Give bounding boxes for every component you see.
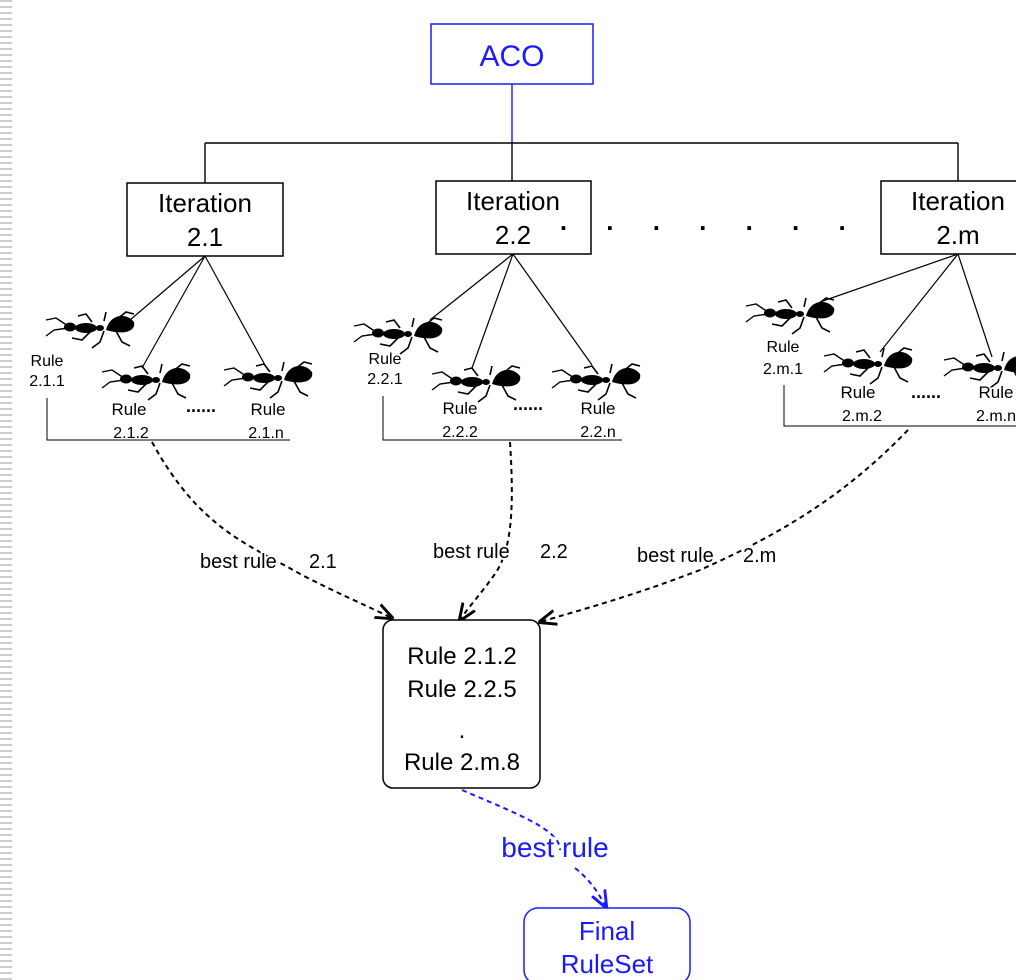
best-rule-label: best rule: [200, 551, 277, 573]
best-rule-id: 2.m: [743, 545, 776, 567]
iteration-2-2-branches: [429, 253, 593, 369]
final-best-rule-label: best rule: [501, 832, 608, 863]
best-rule-label: best rule: [433, 541, 510, 563]
best-rule-arrow-2-1: [151, 441, 392, 618]
rule-label: Rule: [581, 399, 616, 418]
final-ruleset-node: Final RuleSet: [523, 907, 691, 980]
ant-icon: [353, 317, 444, 355]
iteration-title: Iteration: [466, 186, 560, 216]
collected-rule: Rule 2.2.5: [407, 676, 516, 703]
iteration-node-2-1: Iteration 2.1: [126, 182, 284, 257]
rule-id: 2.m.n: [976, 408, 1016, 425]
iteration-number: 2.1: [187, 222, 223, 252]
ant-icon: [45, 311, 136, 349]
iteration-2-1-rules: Rule 2.1.1 Rule 2.1.2 ...... Rule 2.1.n: [29, 353, 290, 442]
iteration-title: Iteration: [911, 186, 1005, 216]
ellipsis: ......: [186, 396, 216, 416]
best-rule-label: best rule: [637, 545, 714, 567]
ant-icon: [431, 365, 522, 403]
ant-icon: [101, 363, 192, 401]
iteration-2-m-branches: [819, 253, 993, 358]
rule-label: Rule: [369, 351, 402, 368]
ant-icon: [823, 347, 914, 385]
iteration-dots: . . . . . . . .: [560, 206, 908, 236]
best-rule-id: 2.2: [540, 541, 568, 563]
rule-label: Rule: [31, 353, 64, 370]
iteration-2-1-branches: [129, 255, 266, 369]
ant-icon: [745, 297, 836, 335]
rule-id: 2.2.n: [580, 424, 616, 441]
iteration-node-2-m: Iteration 2.m: [880, 180, 1016, 255]
best-rule-arrow-2-m: [540, 429, 909, 622]
final-ruleset-line2: RuleSet: [561, 949, 654, 979]
rule-label: Rule: [112, 400, 147, 419]
rule-id: 2.1.1: [29, 373, 65, 390]
aco-root-node: ACO: [430, 23, 594, 85]
iteration-title: Iteration: [158, 188, 252, 218]
iteration-number: 2.2: [495, 220, 531, 250]
rule-id: 2.2.1: [367, 371, 403, 388]
ellipsis: ......: [911, 382, 941, 402]
rule-label: Rule: [251, 400, 286, 419]
final-arrow-upper: [461, 789, 561, 851]
iteration-2-m-rules: Rule 2.m.1 Rule 2.m.2 ...... Rule 2.m.n: [763, 339, 1016, 427]
aco-root-label: ACO: [479, 40, 544, 73]
collected-rule: Rule 2.1.2: [407, 643, 516, 670]
best-rule-arrow-2-2: [460, 441, 513, 620]
rule-label: Rule: [841, 383, 876, 402]
final-arrow-lower: [574, 867, 606, 907]
ellipsis: ......: [513, 394, 543, 414]
collected-rules-box: Rule 2.1.2 Rule 2.2.5 . Rule 2.m.8: [382, 619, 541, 789]
iteration-2-2-rules: Rule 2.2.1 Rule 2.2.2 ...... Rule 2.2.n: [367, 351, 622, 441]
best-rule-arrows: [151, 429, 909, 622]
best-rule-labels: best rule 2.1 best rule 2.2 best rule 2.…: [198, 539, 778, 575]
rule-id: 2.1.2: [113, 425, 149, 442]
collected-rule-ellipsis: .: [459, 717, 466, 744]
rule-id: 2.2.2: [442, 424, 478, 441]
rule-label: Rule: [443, 399, 478, 418]
rule-label: Rule: [767, 339, 800, 356]
rule-id: 2.1.n: [248, 425, 284, 442]
rule-label: Rule: [979, 383, 1014, 402]
final-ruleset-line1: Final: [579, 916, 635, 946]
root-connectors: [204, 84, 959, 183]
best-rule-id: 2.1: [309, 551, 337, 573]
rule-id: 2.m.1: [763, 361, 803, 378]
ant-icon: [223, 361, 314, 399]
collected-rule: Rule 2.m.8: [404, 749, 520, 776]
iteration-number: 2.m: [936, 220, 979, 250]
margin-texture: [0, 0, 12, 980]
iteration-node-2-2: Iteration 2.2: [435, 180, 592, 255]
rule-id: 2.m.2: [842, 408, 882, 425]
ant-icon: [551, 363, 642, 401]
